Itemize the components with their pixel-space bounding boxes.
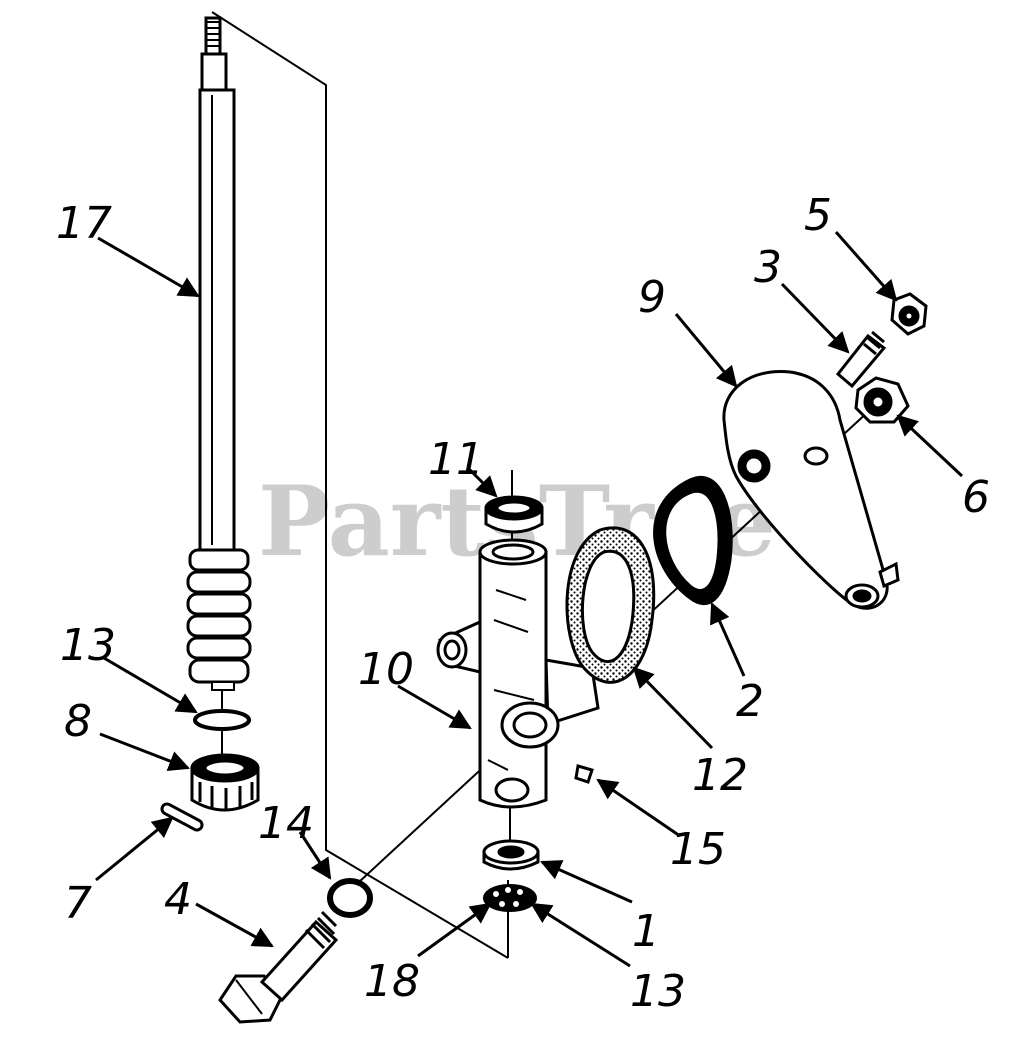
part-12-gasket	[565, 526, 656, 684]
callout-11: 11	[428, 434, 484, 485]
part-1-washer	[482, 839, 540, 871]
part-18-bearing	[483, 884, 537, 912]
part-2-ring	[653, 476, 733, 606]
shaft-body	[198, 88, 236, 552]
leader-2	[710, 602, 746, 677]
part-17-shaft	[186, 16, 252, 691]
leader-9	[674, 313, 738, 388]
part-10-housing	[436, 538, 600, 809]
callout-13-upper: 13	[60, 620, 116, 671]
part-9-arm	[722, 370, 900, 610]
shaft-spring	[186, 548, 252, 684]
leader-5	[834, 231, 898, 302]
assembly-line-shaft	[211, 11, 509, 959]
callout-10: 10	[358, 644, 414, 695]
leader-13a	[103, 656, 198, 714]
leader-15	[596, 778, 681, 838]
part-8-castle-nut	[190, 753, 260, 812]
leader-arrows	[95, 231, 964, 968]
callout-3: 3	[754, 242, 782, 293]
callout-8: 8	[64, 696, 92, 747]
leader-7	[95, 816, 174, 882]
callout-4: 4	[164, 874, 192, 925]
leader-10	[397, 684, 472, 730]
leader-17	[97, 236, 200, 298]
leader-18	[417, 902, 492, 958]
shaft-spline	[200, 52, 228, 92]
callout-18: 18	[364, 956, 420, 1007]
callout-14: 14	[258, 798, 314, 849]
leader-8	[99, 732, 190, 771]
callout-2: 2	[736, 676, 764, 727]
callout-17: 17	[56, 198, 112, 249]
shaft-thread-tip	[204, 16, 222, 56]
part-6-nut	[854, 376, 910, 424]
callout-9: 9	[638, 272, 666, 323]
leader-1	[540, 860, 633, 904]
callout-13-lower: 13	[630, 966, 686, 1017]
part-14-washer	[327, 878, 373, 918]
callout-7: 7	[64, 878, 92, 929]
part-3-stud	[835, 330, 887, 389]
leader-11	[466, 466, 498, 498]
leader-14	[298, 831, 332, 880]
leader-13b	[530, 902, 631, 968]
part-13-washer-top	[193, 709, 251, 731]
leader-4	[195, 902, 274, 948]
part-15-fitting	[574, 764, 594, 784]
part-11-seal	[484, 495, 544, 534]
callout-12: 12	[692, 750, 748, 801]
callout-5: 5	[804, 190, 832, 241]
callout-labels: 17 13 8 7 4 14 11 10 18 13 1 15 12 2 9 3…	[56, 190, 990, 1017]
part-5-nut	[890, 292, 928, 336]
part-4-bolt	[218, 910, 339, 1024]
leader-12	[632, 666, 714, 750]
callout-15: 15	[670, 824, 726, 875]
callout-1: 1	[632, 906, 660, 957]
part-7-cotter-pin	[160, 802, 204, 832]
leader-3	[780, 282, 850, 354]
leader-6	[896, 414, 964, 478]
callout-6: 6	[962, 472, 990, 523]
